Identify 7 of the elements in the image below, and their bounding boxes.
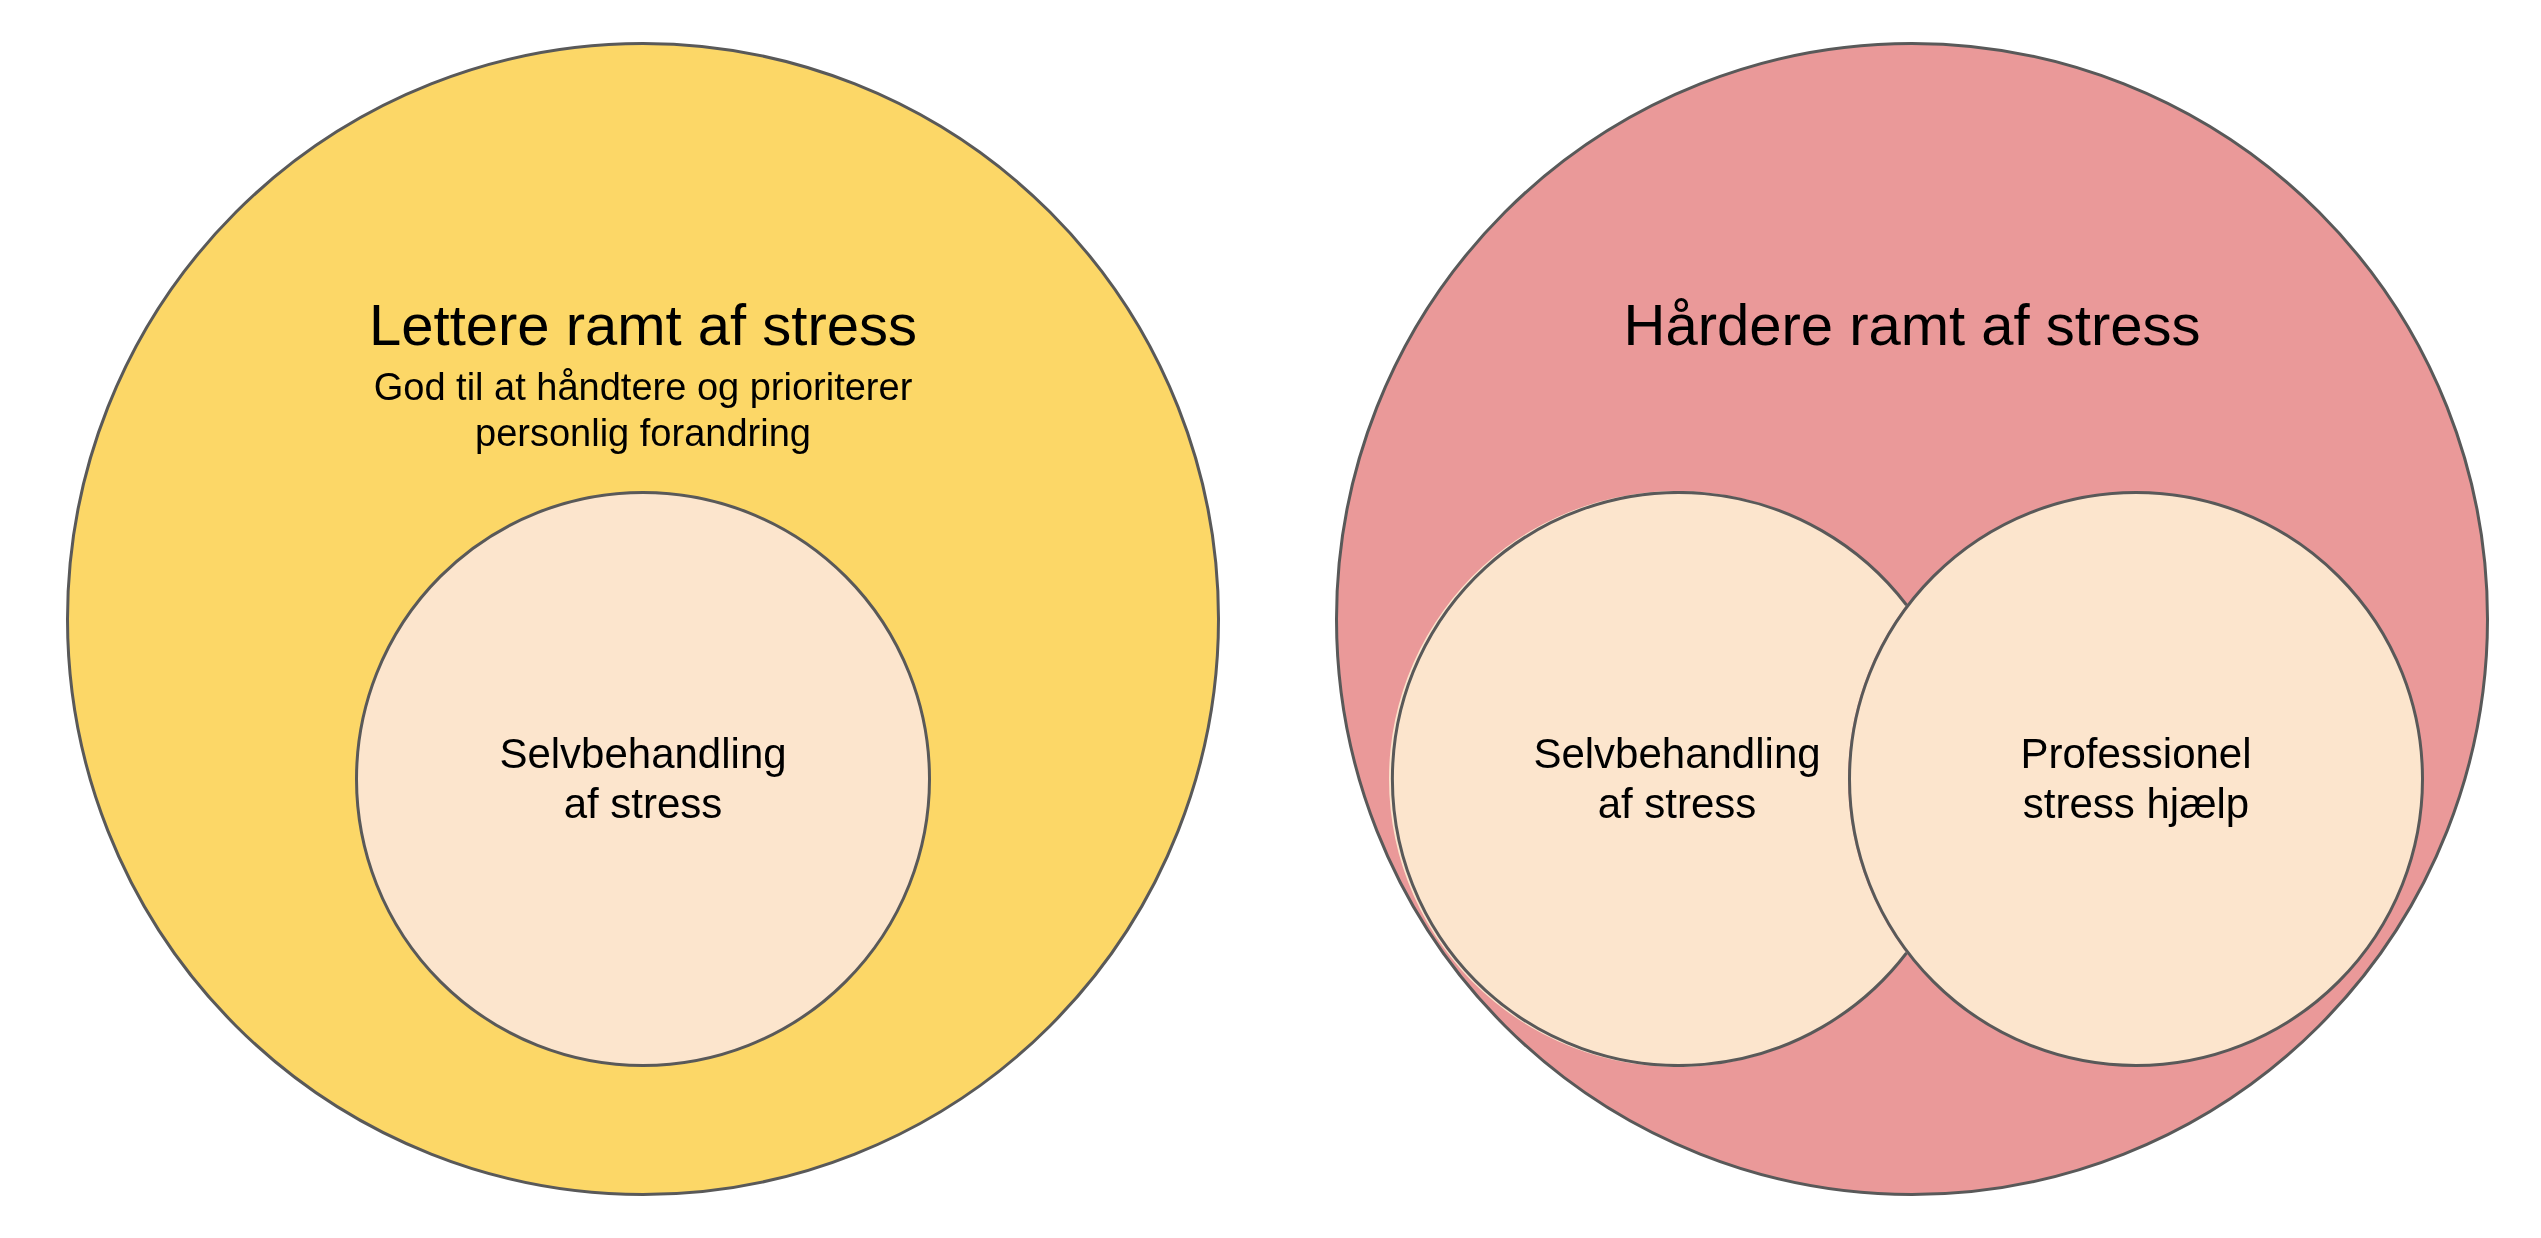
circle-heading: Hårdere ramt af stress	[1623, 291, 2201, 359]
circle-subtitle: God til at håndtere og prioriterer personlig forandring	[372, 365, 914, 456]
circle-text: Selvbehandling af stress	[1532, 728, 1822, 829]
circle-heading: Lettere ramt af stress	[369, 291, 917, 359]
circle	[1389, 491, 1909, 1067]
circle-text: Selvbehandling af stress	[498, 728, 788, 829]
circle-text: Professionel stress hjælp	[2019, 728, 2253, 829]
